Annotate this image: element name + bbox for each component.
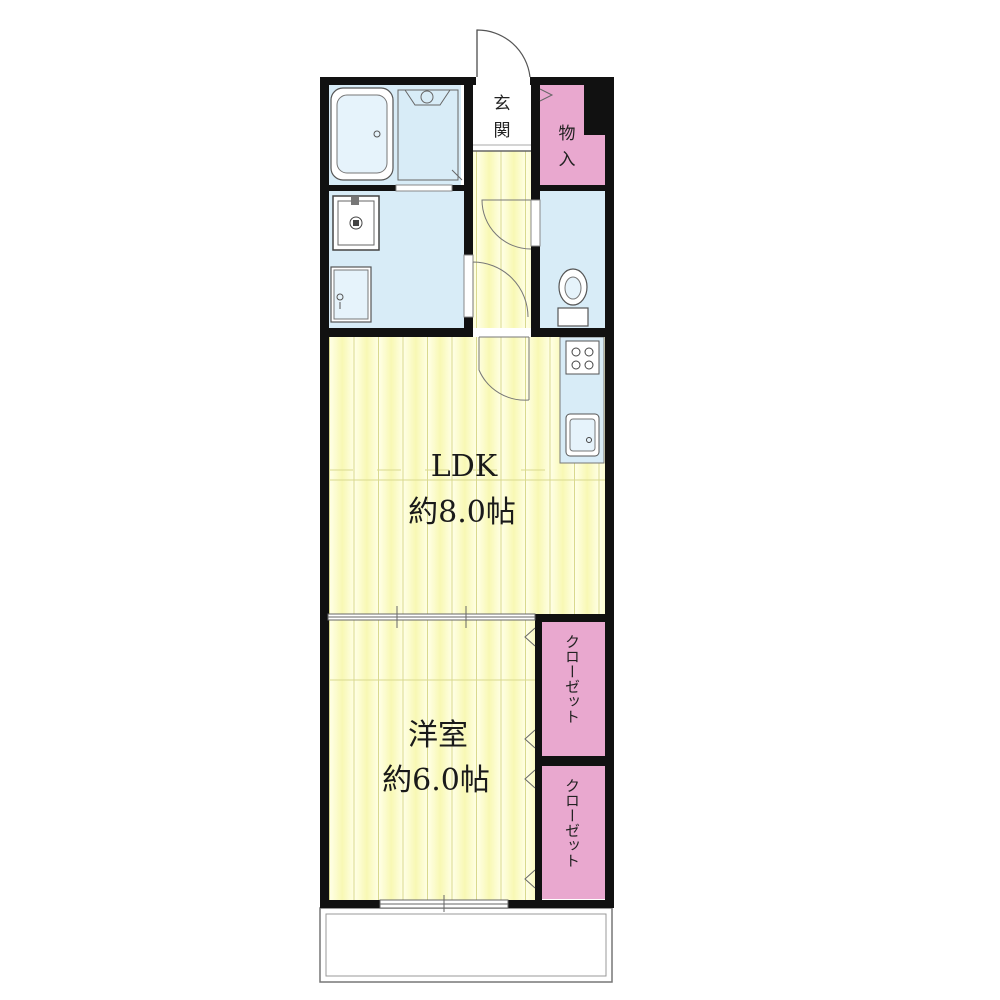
washing-machine-pan [332, 195, 380, 251]
closet-lower-label: クローゼット [563, 778, 581, 868]
ldk-name-label: LDK [431, 449, 498, 484]
closet-door-marks[interactable] [524, 88, 554, 889]
sliding-door-ldk-yoshitsu[interactable] [327, 606, 536, 628]
interior-door-swings[interactable] [472, 199, 532, 401]
closet-lower-floor [542, 766, 605, 899]
ldk-floor [329, 337, 605, 614]
floor-joints [329, 469, 605, 681]
balcony-window[interactable] [379, 895, 509, 912]
shower-area [397, 89, 463, 181]
bathtub [330, 87, 394, 181]
genkan-label-1: 玄 [494, 94, 511, 114]
closet-upper-label: クローゼット [563, 634, 581, 724]
vanity-sink [330, 266, 372, 323]
monoire-label-2: 入 [559, 150, 576, 170]
yoshitsu-floor [329, 620, 535, 900]
genkan-label-2: 関 [494, 121, 511, 141]
toilet [557, 268, 589, 327]
closet-upper-floor [542, 622, 605, 756]
ldk-size-label: 約8.0帖 [408, 495, 516, 530]
balcony [319, 907, 613, 983]
monoire-label-1: 物 [559, 124, 576, 144]
kitchen-sink [565, 413, 600, 457]
entry-door[interactable] [476, 29, 531, 78]
yoshitsu-name-label: 洋室 [408, 718, 468, 753]
genkan-floor [473, 85, 531, 151]
stove [565, 340, 600, 375]
yoshitsu-size-label: 約6.0帖 [382, 763, 490, 798]
walls [320, 77, 614, 908]
